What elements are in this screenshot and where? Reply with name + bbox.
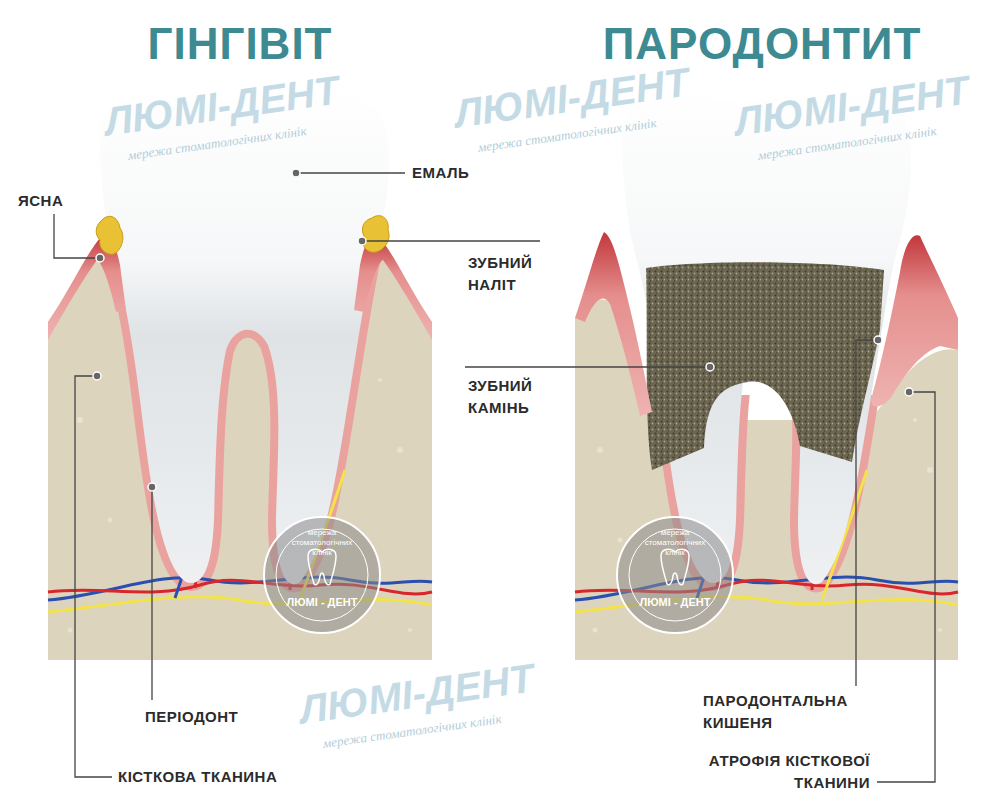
- seal: [264, 517, 380, 633]
- plaque: [96, 216, 389, 255]
- panel-heading: ГІНГІВІТ: [40, 10, 440, 72]
- seal: [617, 517, 733, 633]
- leader-dots: [93, 169, 913, 491]
- seal-text: ЛЮМІ - ДЕНТ: [635, 596, 715, 608]
- part-label: ПЕРІОДОНТ: [145, 706, 238, 728]
- bone-speckles: [68, 378, 413, 633]
- seal-text: мережа стоматологічних клінік: [635, 528, 715, 558]
- part-label: ЕМАЛЬ: [412, 162, 469, 184]
- gum: [871, 235, 958, 406]
- part-label: АТРОФІЯ КІСТКОВОЇ ТКАНИНИ: [675, 750, 870, 794]
- part-label: ЗУБНИЙ КАМІНЬ: [468, 375, 553, 419]
- part-label: КІСТКОВА ТКАНИНА: [118, 766, 277, 788]
- part-label: ПАРОДОНТАЛЬНА КИШЕНЯ: [703, 690, 853, 734]
- seal: [276, 529, 368, 621]
- tooth: [100, 85, 389, 584]
- part-label: ЯСНА: [18, 190, 63, 212]
- gum: [575, 232, 652, 416]
- seal-text: мережа стоматологічних клінік: [282, 528, 362, 558]
- periodontium: [622, 395, 911, 584]
- gum: [354, 235, 432, 340]
- seal: [629, 529, 721, 621]
- panel-heading: ПАРОДОНТИТ: [562, 10, 962, 72]
- leader-lines: [54, 173, 935, 782]
- part-label: ЗУБНИЙ НАЛІТ: [468, 252, 553, 296]
- tartar: [646, 262, 884, 470]
- seal-text: ЛЮМІ - ДЕНТ: [282, 596, 362, 608]
